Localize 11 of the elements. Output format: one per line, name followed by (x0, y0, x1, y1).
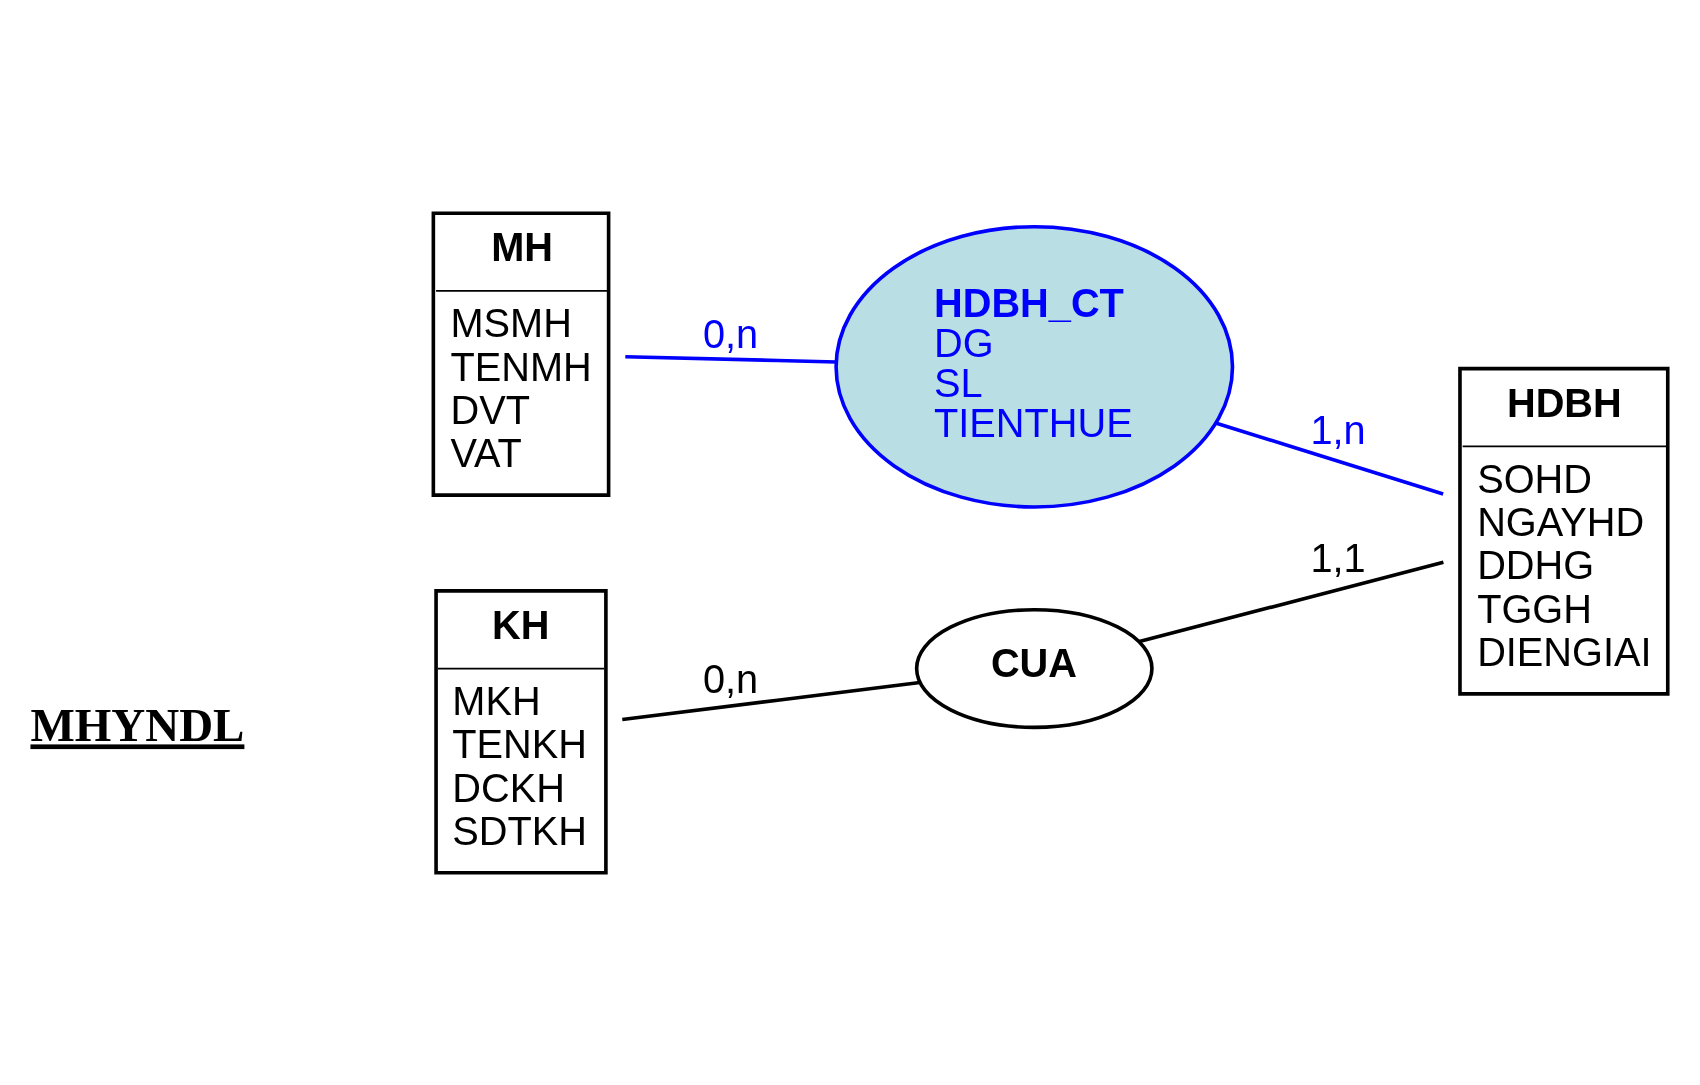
connector (1215, 420, 1444, 496)
edge-label: 0,n (702, 311, 759, 356)
label: MHYNDL (30, 698, 245, 751)
edge-label: 1,1 (1310, 535, 1366, 580)
node-ellipse: HDBH_CT DG SL TIENTHUE (834, 224, 1235, 509)
node-ellipse: CUA (914, 607, 1154, 729)
connector (622, 680, 921, 721)
connector (1138, 560, 1444, 643)
edge-label: 1,n (1310, 407, 1366, 452)
connector (625, 354, 837, 364)
edge-label: 0,n (702, 656, 759, 701)
